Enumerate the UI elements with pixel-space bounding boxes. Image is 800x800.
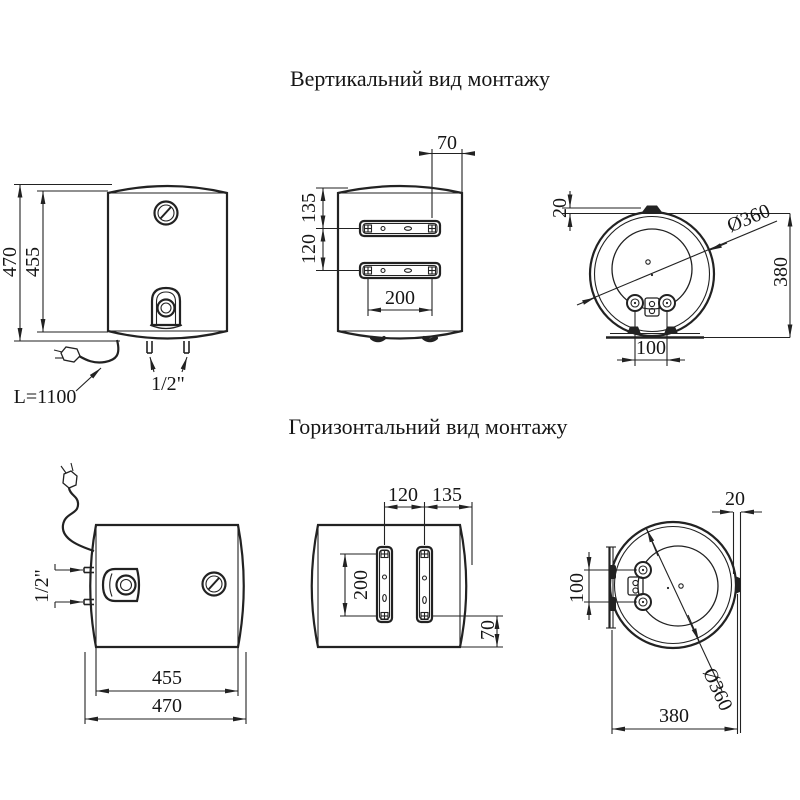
dim-label-70: 70 <box>437 132 457 154</box>
power-plug-horizontal <box>62 470 78 489</box>
vertical-bottom-view: 20 Ø360 380 100 <box>549 191 793 366</box>
dim-wall-offset-20-h: 20 <box>712 488 762 733</box>
mounting-bracket-lower <box>358 261 442 280</box>
foot-right <box>422 336 438 343</box>
dim-label-380: 380 <box>770 257 792 287</box>
dim-label-diameter-h: Ø360 <box>698 665 737 715</box>
horizontal-end-view: 20 100 Ø360 380 <box>566 488 762 734</box>
dim-label-200-h: 200 <box>350 570 372 600</box>
cable-gland <box>644 297 660 317</box>
mounting-bracket-right <box>415 545 434 624</box>
dim-label-20: 20 <box>549 198 571 218</box>
dim-label-100: 100 <box>636 337 666 359</box>
title-vertical-view: Вертикальний вид монтажу <box>290 66 550 91</box>
dim-label-20-h: 20 <box>725 488 745 510</box>
vertical-front-view: 470 455 L=1100 1/2" <box>0 183 229 408</box>
dim-bracket-to-bottom-70-h: 70 <box>432 615 503 648</box>
vertical-back-view: 70 135 120 200 <box>298 132 475 343</box>
thermometer-gauge <box>153 200 179 226</box>
dim-bracket-to-edge-135-h: 135 <box>424 484 473 565</box>
dim-label-70-h: 70 <box>477 620 499 640</box>
dim-overall-height-470: 470 <box>0 183 120 342</box>
horizontal-back-view: 120 135 200 70 <box>310 484 503 649</box>
dim-label-135: 135 <box>298 193 320 223</box>
dim-label-455-h: 455 <box>152 667 182 689</box>
dim-bracket-spacing-120: 120 <box>298 228 360 272</box>
dim-bolt-spacing-200-h: 200 <box>340 553 377 617</box>
wall-plate <box>606 546 616 629</box>
title-horizontal-view: Горизонтальний вид монтажу <box>289 414 568 439</box>
boiler-body-horizontal <box>89 523 245 649</box>
dim-label-100-h: 100 <box>566 573 588 603</box>
foot-left <box>370 336 386 343</box>
dim-label-455: 455 <box>22 247 44 277</box>
bottom-cover <box>149 286 183 330</box>
dim-overall-length-470: 470 <box>84 652 247 724</box>
mounting-bracket-upper <box>358 219 442 238</box>
dim-label-pipe-thread-h: 1/2" <box>31 569 53 603</box>
dim-label-120-h: 120 <box>388 484 418 506</box>
power-cable <box>53 339 120 364</box>
pipe-left <box>626 294 644 312</box>
dim-pipe-spacing-100-h: 100 <box>566 552 637 620</box>
pipe-thread-callout-horizontal: 1/2" <box>31 564 83 608</box>
dim-label-diameter: Ø360 <box>724 200 773 237</box>
thermometer-gauge-side <box>201 571 227 597</box>
dim-label-470-h: 470 <box>152 695 182 717</box>
dim-body-length-455: 455 <box>95 647 239 696</box>
dim-depth-380-h: 380 <box>611 594 739 734</box>
dim-bracket-to-edge-70: 70 <box>419 132 475 218</box>
pipe-upper <box>634 561 652 579</box>
pipe-lower <box>634 593 652 611</box>
water-pipes <box>146 341 190 354</box>
side-cover <box>101 567 141 603</box>
dim-diameter-360: Ø360 <box>576 200 778 306</box>
mounting-bracket-left <box>375 545 394 624</box>
dim-label-120: 120 <box>298 234 320 264</box>
dim-depth-380: 380 <box>704 213 793 339</box>
dim-label-135-h: 135 <box>432 484 462 506</box>
dim-body-height-455: 455 <box>22 190 108 333</box>
wall-bracket-tab-horizontal <box>735 576 741 594</box>
dim-label-cable-length: L=1100 <box>14 386 77 408</box>
dim-top-to-bracket-135: 135 <box>298 187 360 230</box>
cable-gland-horizontal <box>627 576 644 596</box>
power-plug <box>60 346 81 363</box>
cable-length-callout: L=1100 <box>14 367 102 408</box>
water-pipes-side <box>83 566 94 606</box>
dim-bracket-spacing-120-h: 120 <box>383 484 426 545</box>
dim-label-380-h: 380 <box>659 705 689 727</box>
dim-label-200: 200 <box>385 287 415 309</box>
dim-wall-offset-20: 20 <box>549 191 790 231</box>
dim-label-pipe-thread: 1/2" <box>151 373 185 395</box>
pipe-right <box>658 294 676 312</box>
dim-label-470: 470 <box>0 247 21 277</box>
wall-bracket-tab <box>641 205 663 214</box>
power-cable-horizontal <box>60 462 95 553</box>
pipe-thread-callout: 1/2" <box>149 356 188 395</box>
horizontal-side-view: 1/2" 455 470 <box>31 462 247 724</box>
dim-pipe-spacing-100: 100 <box>617 312 685 366</box>
dim-bolt-spacing-200: 200 <box>367 278 433 316</box>
